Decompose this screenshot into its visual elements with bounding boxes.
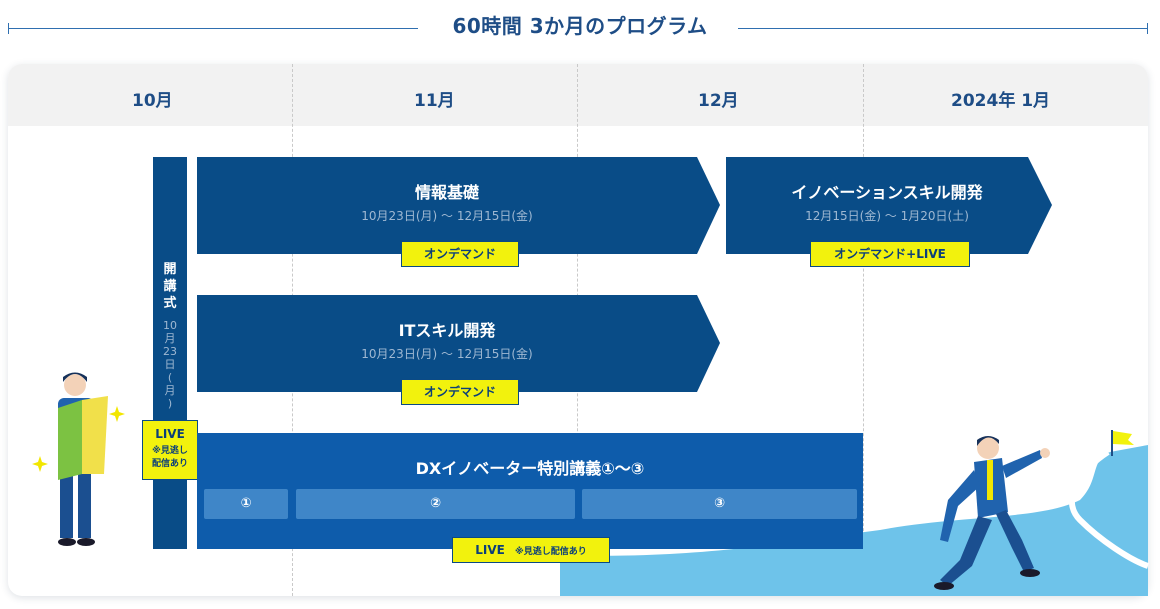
ceremony-live-label: LIVE bbox=[155, 427, 185, 441]
info-course-tag: オンデマンド bbox=[401, 241, 519, 267]
month-divider bbox=[863, 64, 864, 596]
ceremony-date-char: 日 bbox=[164, 358, 176, 371]
it-course-dates: 10月23日(月) ～ 12月15日(金) bbox=[361, 347, 533, 361]
ceremony-date-char: 月 bbox=[164, 384, 176, 397]
ceremony-live-note1: ※見逃し bbox=[152, 446, 188, 456]
innovation-course: イノベーションスキル開発 12月15日(金) ～ 1月20日(土) bbox=[726, 157, 1048, 254]
road-shape bbox=[1068, 449, 1150, 569]
month-dec: 12月 bbox=[698, 91, 739, 111]
month-oct: 10月 bbox=[132, 91, 173, 111]
it-course: ITスキル開発 10月23日(月) ～ 12月15日(金) bbox=[197, 295, 697, 392]
dx-lecture-title: DXイノベーター特別講義①〜③ bbox=[415, 459, 645, 478]
innovation-course-title: イノベーションスキル開発 bbox=[791, 183, 983, 202]
hill-shape bbox=[560, 445, 1148, 596]
month-jan: 2024年 1月 bbox=[951, 91, 1051, 111]
title-line-right bbox=[738, 23, 1148, 34]
beginner-person-icon bbox=[32, 372, 125, 546]
ceremony-date-char: 10 bbox=[163, 319, 177, 332]
innovation-course-arrow bbox=[726, 157, 1052, 254]
dx-session-1: ① bbox=[204, 489, 288, 519]
it-course-arrow bbox=[197, 295, 720, 392]
dx-live-note: ※見逃し配信あり bbox=[515, 547, 587, 557]
ceremony-date-char: ) bbox=[167, 397, 173, 410]
ceremony-date-char: 23 bbox=[163, 345, 177, 358]
info-course-title: 情報基礎 bbox=[414, 183, 479, 202]
title-line-left bbox=[8, 23, 418, 34]
info-course-dates: 10月23日(月) ～ 12月15日(金) bbox=[361, 209, 533, 223]
ceremony-date-char: ( bbox=[167, 371, 173, 384]
it-course-tag: オンデマンド bbox=[401, 379, 519, 405]
month-header bbox=[8, 64, 1148, 126]
dx-session-3: ③ bbox=[582, 489, 857, 519]
info-course-arrow bbox=[197, 157, 720, 254]
info-course: 情報基礎 10月23日(月) ～ 12月15日(金) bbox=[197, 157, 697, 254]
it-course-title: ITスキル開発 bbox=[398, 321, 496, 340]
dx-live-label: LIVE bbox=[475, 543, 505, 557]
running-person-icon bbox=[934, 436, 1050, 590]
goal-flag-icon bbox=[1113, 431, 1134, 445]
ceremony-char: 開 bbox=[163, 262, 177, 277]
ceremony-char: 式 bbox=[163, 296, 177, 311]
dx-lecture-block: DXイノベーター特別講義①〜③ ① ② ③ bbox=[197, 433, 863, 549]
opening-ceremony-bar: 開 講 式 10 月 23 日 ( 月 ) bbox=[153, 157, 187, 549]
ceremony-char: 講 bbox=[163, 279, 177, 294]
page-title: 60時間 3か月のプログラム bbox=[452, 14, 708, 38]
dx-live-tag: LIVE ※見逃し配信あり bbox=[452, 537, 610, 563]
innovation-course-dates: 12月15日(金) ～ 1月20日(土) bbox=[805, 209, 969, 223]
month-nov: 11月 bbox=[414, 91, 455, 111]
ceremony-date-char: 月 bbox=[164, 332, 176, 345]
dx-session-2: ② bbox=[296, 489, 575, 519]
ceremony-live-tag: LIVE ※見逃し 配信あり bbox=[142, 420, 198, 480]
ceremony-live-note2: 配信あり bbox=[151, 459, 188, 469]
innovation-course-tag: オンデマンド+LIVE bbox=[810, 241, 970, 267]
